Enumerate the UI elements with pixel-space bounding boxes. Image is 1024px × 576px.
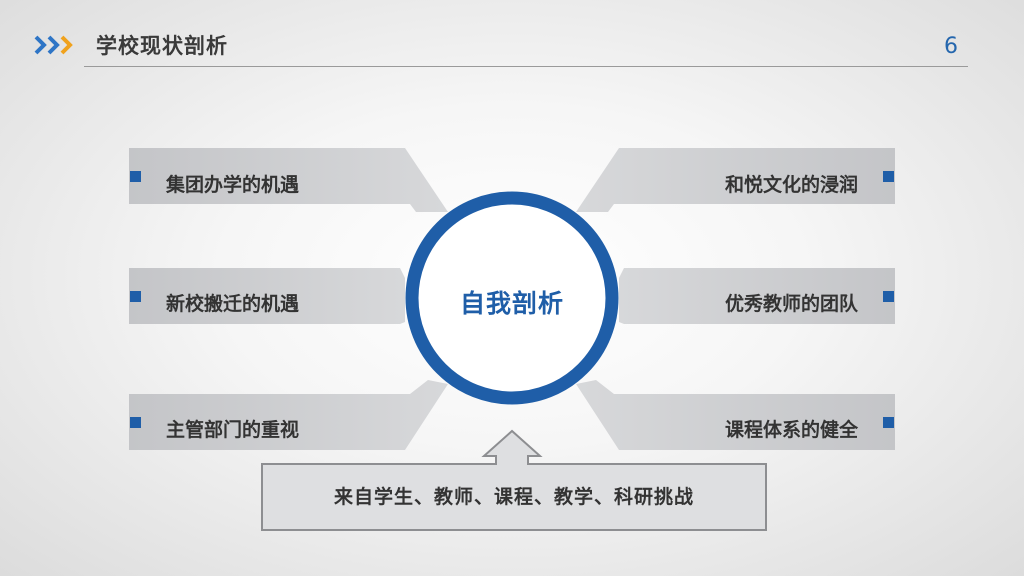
header-divider bbox=[84, 66, 968, 67]
band-left-1 bbox=[129, 148, 448, 212]
band-left-2 bbox=[129, 268, 405, 324]
right-item-3: 课程体系的健全 bbox=[724, 419, 858, 441]
band-right-3 bbox=[576, 380, 895, 450]
band-left-3 bbox=[129, 380, 448, 450]
band-right-2 bbox=[619, 268, 895, 324]
page-number: 6 bbox=[944, 34, 958, 59]
bullet-square-right-1 bbox=[883, 171, 894, 182]
bullet-square-left-2 bbox=[130, 291, 141, 302]
footer-label: 来自学生、教师、课程、教学、科研挑战 bbox=[333, 486, 694, 508]
triple-chevron-right-icon bbox=[34, 35, 73, 55]
page-title: 学校现状剖析 bbox=[96, 34, 228, 58]
left-item-1: 集团办学的机遇 bbox=[166, 174, 300, 196]
bullet-square-left-1 bbox=[130, 171, 141, 182]
left-item-2: 新校搬迁的机遇 bbox=[166, 293, 300, 315]
footer-callout-box bbox=[261, 429, 767, 531]
right-item-2: 优秀教师的团队 bbox=[724, 293, 858, 315]
bullet-square-right-3 bbox=[883, 417, 894, 428]
right-item-1: 和悦文化的浸润 bbox=[724, 174, 858, 196]
bullet-square-left-3 bbox=[130, 417, 141, 428]
center-circle bbox=[405, 191, 619, 405]
bullet-square-right-2 bbox=[883, 291, 894, 302]
band-right-1 bbox=[576, 148, 895, 212]
left-item-3: 主管部门的重视 bbox=[166, 419, 300, 441]
center-label: 自我剖析 bbox=[459, 289, 564, 318]
